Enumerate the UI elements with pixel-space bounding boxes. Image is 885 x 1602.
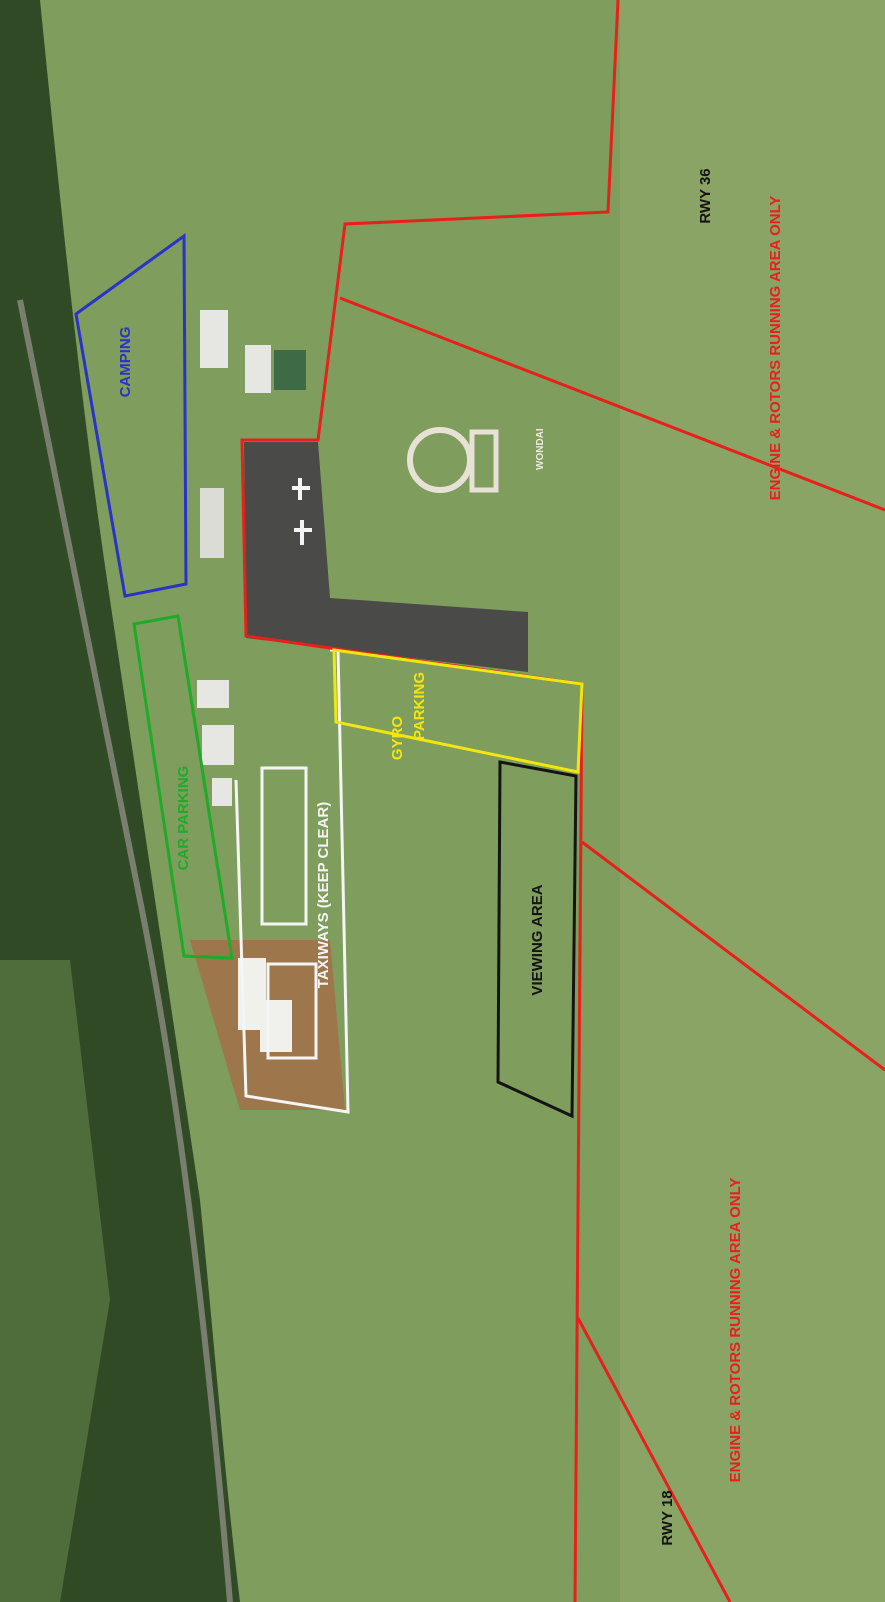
engine-zone-line bbox=[339, 296, 885, 512]
engine-zone-line bbox=[576, 1317, 732, 1602]
aircraft bbox=[294, 520, 312, 545]
paddock-left bbox=[0, 960, 110, 1602]
engine-zone-label-top: ENGINE & ROTORS RUNNING AREA ONLY bbox=[767, 196, 784, 501]
signal-square bbox=[469, 429, 499, 493]
taxiways-label: TAXIWAYS (KEEP CLEAR) bbox=[315, 802, 332, 988]
gyro-parking-label-line1: GYRO bbox=[389, 716, 406, 761]
gyro-parking-zone bbox=[332, 648, 584, 774]
gyro-parking-label-line2: PARKING bbox=[411, 672, 428, 740]
viewing-area-label: VIEWING AREA bbox=[529, 884, 546, 995]
sealed-apron bbox=[244, 442, 528, 672]
ground-marking-text: WONDAI bbox=[535, 428, 546, 470]
engine-zone-label-bottom: ENGINE & ROTORS RUNNING AREA ONLY bbox=[727, 1178, 744, 1483]
taxiway-box bbox=[260, 766, 308, 926]
car-parking-zone bbox=[132, 614, 234, 960]
aircraft bbox=[292, 478, 310, 500]
taxiway-box bbox=[266, 962, 318, 1060]
hangar bbox=[260, 1000, 292, 1052]
engine-zone-line bbox=[581, 840, 885, 1072]
rwy-18-label: RWY 18 bbox=[659, 1490, 676, 1545]
camping-label: CAMPING bbox=[117, 327, 134, 398]
building bbox=[202, 725, 234, 765]
building bbox=[212, 778, 232, 806]
camping-zone bbox=[74, 233, 188, 598]
road bbox=[17, 299, 233, 1602]
building bbox=[245, 345, 271, 393]
runway-strip bbox=[620, 0, 885, 1602]
building bbox=[197, 680, 229, 708]
building bbox=[200, 488, 224, 558]
car-parking-label: CAR PARKING bbox=[175, 766, 192, 871]
building bbox=[200, 310, 228, 368]
viewing-area-zone bbox=[496, 760, 578, 1119]
building-green bbox=[274, 350, 306, 390]
rwy-36-label: RWY 36 bbox=[697, 168, 714, 223]
